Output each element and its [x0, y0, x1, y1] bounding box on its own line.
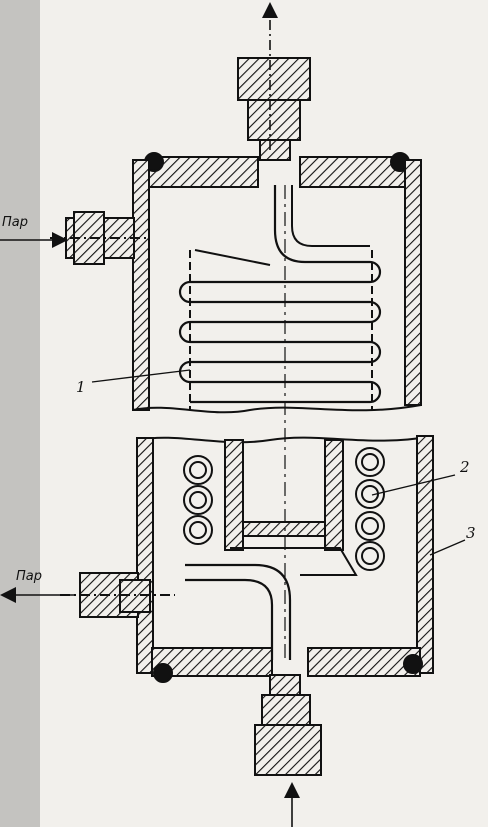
lower-weld-right: [403, 654, 423, 674]
callout-1: 1: [76, 378, 86, 396]
upper-vessel: [50, 152, 422, 414]
upper-wall-left: [132, 159, 150, 411]
lower-weld-left: [153, 663, 173, 683]
callout-2: 2: [459, 458, 470, 476]
inner-cup-bottom: [242, 521, 326, 537]
upper-lid-right: [299, 156, 407, 188]
lower-wall-right: [416, 435, 434, 674]
upper-wall-right: [404, 159, 422, 406]
leader-2: [371, 474, 456, 496]
lower-wall-left: [136, 437, 154, 674]
lower-tube: [185, 563, 292, 660]
scan-edge-shadow: [0, 0, 40, 827]
inner-cup-left: [224, 439, 244, 551]
upper-break-line: [132, 404, 422, 414]
coil-section-right: [355, 447, 385, 571]
steam-out-label: Пар: [16, 569, 42, 584]
lower-vessel: [60, 435, 434, 683]
coil-section-left: [183, 455, 213, 545]
upper-fitting: [237, 57, 311, 161]
lower-fitting: [254, 674, 322, 776]
coil-tube: [178, 185, 382, 404]
inner-cup-right: [324, 439, 344, 551]
leader-1: [91, 369, 191, 383]
lower-lid-right: [307, 647, 421, 677]
lower-break-line: [136, 435, 434, 444]
steam-in-label: Пар: [2, 215, 28, 230]
callout-3: 3: [466, 524, 476, 542]
leader-3: [429, 539, 466, 556]
upper-lid-left: [147, 156, 259, 188]
